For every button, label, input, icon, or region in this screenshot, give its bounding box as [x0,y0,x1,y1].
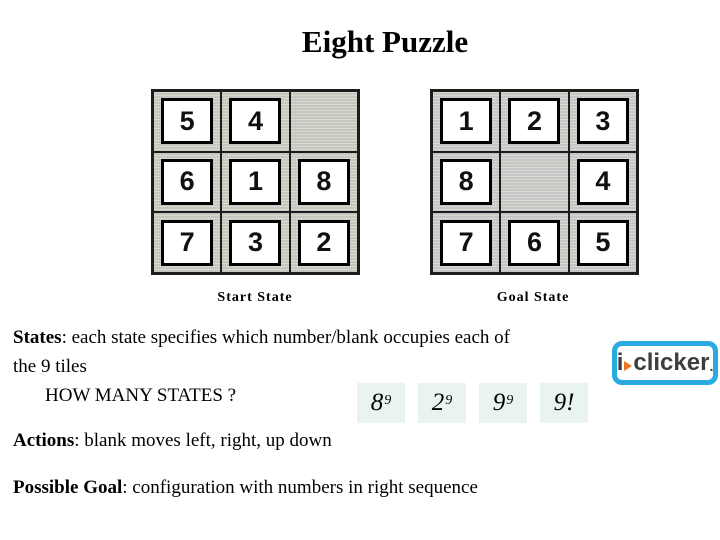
states-definition-line: States: each state specifies which numbe… [13,327,510,349]
answer-option-exponent: 9 [384,393,392,408]
possible-goal-text: : configuration with numbers in right se… [122,477,478,498]
start-state-label: Start State [217,290,293,305]
puzzle-tile: 1 [229,158,282,205]
iclicker-letter-i: i [616,349,624,376]
answer-option-base: 2 [431,389,445,416]
puzzle-cell-blank [500,151,569,213]
iclicker-period: . [709,358,714,374]
puzzle-tile: 7 [161,219,214,266]
puzzle-cell: 4 [221,91,290,152]
puzzle-cell: 5 [568,212,637,273]
puzzle-cell: 3 [221,212,290,273]
puzzle-cell: 8 [432,151,501,213]
puzzle-tile: 8 [440,158,493,205]
puzzle-cell: 6 [500,212,569,273]
play-arrow-icon [624,361,633,371]
iclicker-logo: i clicker. [612,341,718,385]
answer-option-base: 8 [370,389,384,416]
answer-option-exponent: 9 [506,393,514,408]
puzzle-tile: 8 [297,158,350,205]
puzzle-tile: 5 [161,98,214,145]
puzzle-cell: 8 [289,151,358,213]
answer-option: 9! [540,383,588,423]
goal-state-label: Goal State [496,290,570,305]
states-keyword: States [13,327,62,348]
actions-keyword: Actions [13,430,75,451]
puzzle-tile: 2 [297,219,350,266]
puzzle-cell-blank [289,91,358,152]
puzzle-cell: 1 [432,91,501,152]
puzzle-tile: 5 [576,219,629,266]
iclicker-word: clicker [633,349,710,376]
puzzle-tile: 2 [508,98,561,145]
puzzle-cell: 5 [153,91,222,152]
puzzle-cell: 2 [289,212,358,273]
answer-option-base: 9! [553,389,575,416]
puzzle-tile: 4 [229,98,282,145]
puzzle-cell: 1 [221,151,290,213]
possible-goal-keyword: Possible Goal [13,477,123,498]
puzzle-tile: 4 [576,158,629,205]
puzzle-tile: 1 [440,98,493,145]
actions-text: : blank moves left, right, up down [74,430,332,451]
puzzle-tile: 6 [508,219,561,266]
puzzle-cell: 2 [500,91,569,152]
puzzle-cell: 7 [432,212,501,273]
answer-option-exponent: 9 [445,393,453,408]
actions-line: Actions: blank moves left, right, up dow… [13,430,332,452]
answer-option-base: 9 [492,389,506,416]
states-text: : each state specifies which number/blan… [61,327,510,348]
puzzle-cell: 3 [568,91,637,152]
puzzle-tile: 3 [229,219,282,266]
possible-goal-line: Possible Goal: configuration with number… [13,477,478,499]
slide-title: Eight Puzzle [301,24,469,59]
puzzle-cell: 4 [568,151,637,213]
puzzle-cell: 6 [153,151,222,213]
how-many-states-question: HOW MANY STATES ? [45,385,237,406]
puzzle-tile: 7 [440,219,493,266]
states-definition-wrap: the 9 tiles [13,356,87,377]
puzzle-cell: 7 [153,212,222,273]
puzzle-tile: 6 [161,158,214,205]
puzzle-tile: 3 [576,98,629,145]
